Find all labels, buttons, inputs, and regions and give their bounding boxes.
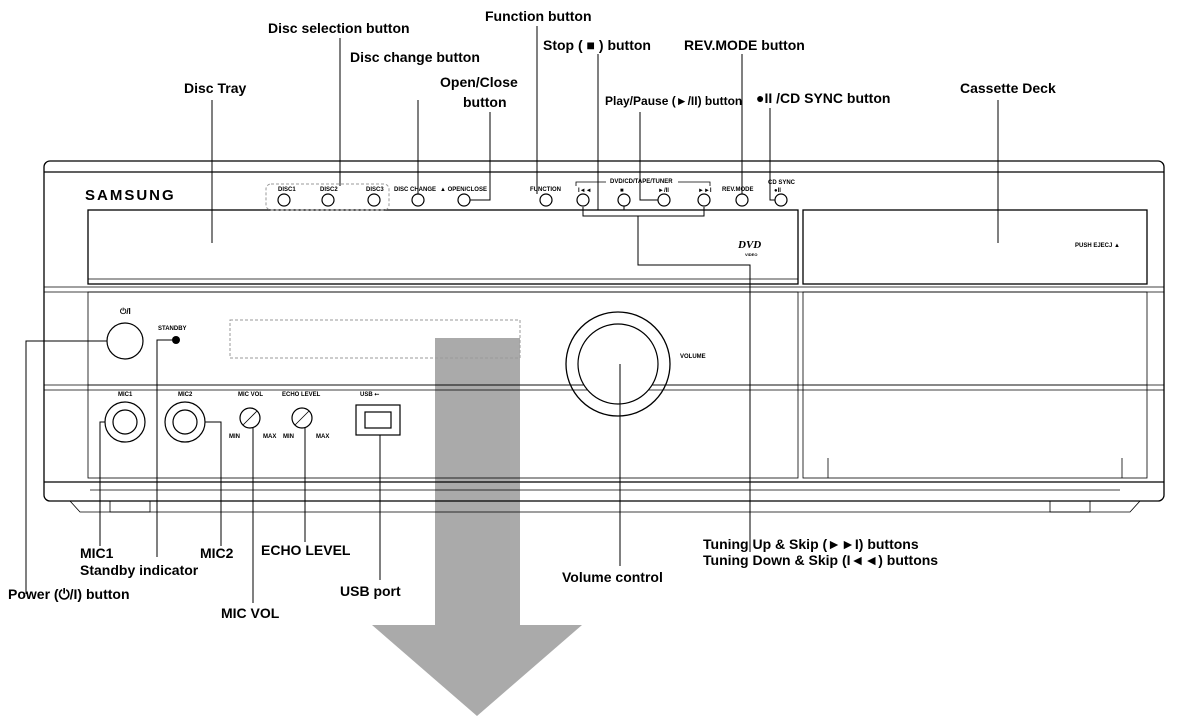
down-arrow [372, 338, 582, 716]
label-rev-mode: REV.MODE button [684, 37, 805, 53]
label-tuning-up: Tuning Up & Skip (►►I) buttons [703, 536, 919, 552]
standby-label: STANDBY [158, 326, 187, 332]
label-volume-control: Volume control [562, 569, 663, 585]
rev-mode-label: REV.MODE [722, 187, 753, 193]
label-stop: Stop ( ■ ) button [543, 37, 651, 53]
label-mic-vol: MIC VOL [221, 605, 280, 621]
cd-sync-symbol: ●II [774, 188, 781, 194]
mic-vol-panel-label: MIC VOL [238, 392, 263, 398]
open-close-label: ▲ OPEN/CLOSE [440, 187, 487, 193]
cd-sync-button[interactable] [774, 193, 788, 207]
disc-change-button[interactable] [411, 193, 425, 207]
echo-level-panel-label: ECHO LEVEL [282, 392, 321, 398]
mic1-panel-label: MIC1 [118, 392, 133, 398]
skip-fwd-button[interactable] [697, 193, 711, 207]
label-cd-sync: ●II /CD SYNC button [756, 90, 890, 106]
usb-port[interactable] [364, 411, 392, 429]
disc2-label: DISC2 [320, 187, 338, 193]
disc3-button[interactable] [367, 193, 381, 207]
volume-bezel [565, 311, 671, 417]
play-pause-button[interactable] [657, 193, 671, 207]
volume-label: VOLUME [680, 354, 706, 360]
echo-min: MIN [283, 434, 294, 440]
skip-back-label: I◄◄ [578, 188, 592, 194]
skip-fwd-label: ►►I [698, 188, 712, 194]
label-disc-selection: Disc selection button [268, 20, 410, 36]
volume-knob[interactable] [577, 323, 659, 405]
label-open-close-line1: Open/Close [440, 74, 518, 90]
label-mic1: MIC1 [80, 545, 114, 561]
mic-vol-max: MAX [263, 434, 276, 440]
disc2-button[interactable] [321, 193, 335, 207]
disc3-label: DISC3 [366, 187, 384, 193]
label-function: Function button [485, 8, 592, 24]
disc1-button[interactable] [277, 193, 291, 207]
disc1-label: DISC1 [278, 187, 296, 193]
power-button[interactable] [106, 322, 144, 360]
dvd-logo: DVD [737, 239, 761, 251]
label-open-close-line2: button [463, 94, 507, 110]
label-play-pause: Play/Pause (►/II) button [605, 94, 742, 108]
label-standby-indicator: Standby indicator [80, 562, 199, 578]
leader-lines [25, 26, 999, 603]
echo-max: MAX [316, 434, 329, 440]
rev-mode-button[interactable] [735, 193, 749, 207]
label-disc-tray: Disc Tray [184, 80, 246, 96]
mic2-panel-label: MIC2 [178, 392, 193, 398]
usb-panel-label: USB ⭠ [360, 392, 379, 398]
skip-back-button[interactable] [576, 193, 590, 207]
source-group-label: DVD/CD/TAPE/TUNER [610, 179, 673, 185]
mic2-jack-inner [172, 409, 198, 435]
cd-sync-label: CD SYNC [768, 180, 796, 186]
standby-indicator [172, 336, 180, 344]
display-window [229, 319, 521, 359]
label-echo-level: ECHO LEVEL [261, 542, 351, 558]
disc-change-label: DISC CHANGE [394, 187, 436, 193]
play-pause-label: ►/II [658, 188, 669, 194]
function-label: FUNCTION [530, 187, 561, 193]
label-usb-port: USB port [340, 583, 401, 599]
label-disc-change: Disc change button [350, 49, 480, 65]
brand-logo: SAMSUNG [85, 187, 176, 204]
unit-body [43, 160, 1165, 513]
dvd-sub: VIDEO [745, 252, 757, 257]
label-tuning-down: Tuning Down & Skip (I◄◄) buttons [703, 552, 938, 568]
label-mic2: MIC2 [200, 545, 234, 561]
power-symbol: ⏻/I [120, 307, 131, 316]
function-button[interactable] [539, 193, 553, 207]
push-eject-label: PUSH EJECJ ▲ [1075, 243, 1120, 249]
stop-label: ■ [620, 188, 624, 194]
label-power: Power (⏻/I) button [8, 586, 130, 602]
stop-button[interactable] [617, 193, 631, 207]
mic1-jack-inner [112, 409, 138, 435]
label-cassette-deck: Cassette Deck [960, 80, 1056, 96]
mic-vol-min: MIN [229, 434, 240, 440]
disc-selection-group [265, 183, 390, 211]
open-close-button[interactable] [457, 193, 471, 207]
